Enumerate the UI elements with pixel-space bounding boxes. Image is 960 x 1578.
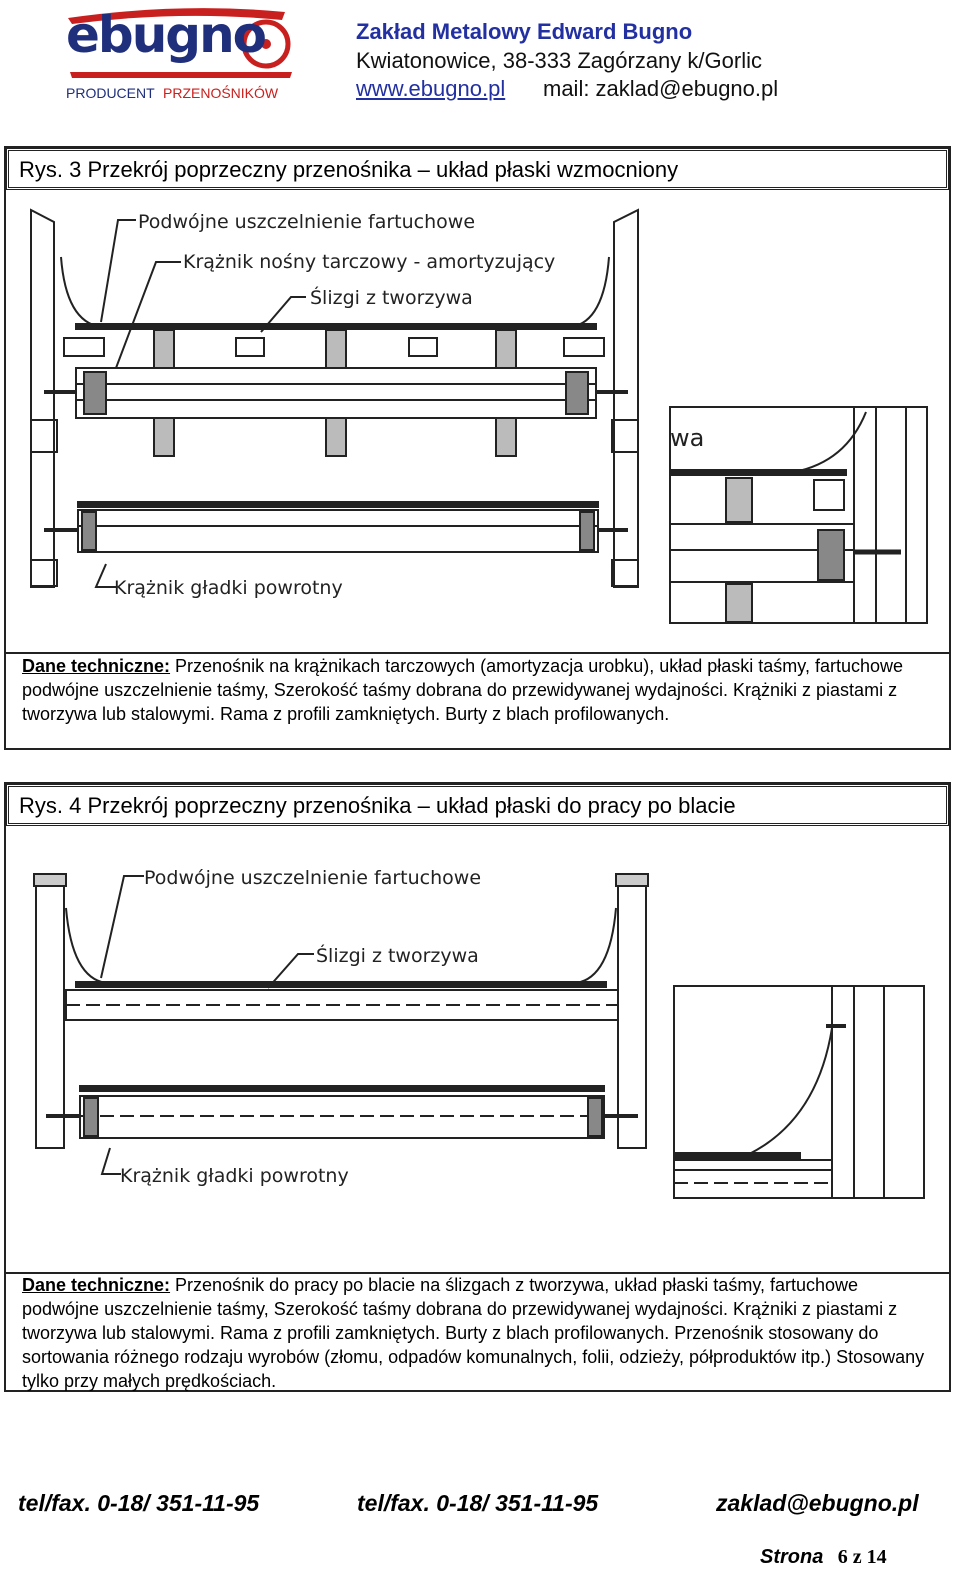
- figure4-description: Dane techniczne: Przenośnik do pracy po …: [22, 1273, 937, 1393]
- figure4-desc-term: Dane techniczne:: [22, 1275, 171, 1295]
- page-number: 6 z 14: [837, 1546, 887, 1568]
- page-label: Strona: [760, 1546, 824, 1568]
- figure3-title: Rys. 3 Przekrój poprzeczny przenośnika –…: [6, 148, 949, 190]
- logo-subtitle-producent: PRODUCENT: [66, 85, 155, 101]
- label-double-skirt-seal: Podwójne uszczelnienie fartuchowe: [138, 211, 475, 233]
- figure4-desc-text: Przenośnik do pracy po blacie na ślizgac…: [22, 1275, 925, 1391]
- figure3-desc-term: Dane techniczne:: [22, 656, 171, 676]
- website-link[interactable]: www.ebugno.pl: [356, 76, 506, 101]
- figure3-desc-text: Przenośnik na krążnikach tarczowych (amo…: [22, 656, 904, 724]
- label-return-idler-4: Krążnik gładki powrotny: [120, 1165, 349, 1187]
- page-indicator: Strona 6 z 14: [760, 1546, 887, 1569]
- logo-text: ebugno: [66, 6, 267, 64]
- logo-swoosh: [68, 8, 292, 78]
- company-name: Zakład Metalowy Edward Bugno: [356, 19, 693, 44]
- figure4-desc-divider: [6, 1272, 949, 1274]
- logo-subtitle-products: PRZENOŚNIKÓW: [163, 85, 279, 101]
- footer-tel-2: tel/fax. 0-18/ 351-11-95: [357, 1490, 599, 1516]
- figure3-frame: [4, 146, 951, 750]
- figure3-drawing: Podwójne uszczelnienie fartuchowe Krążni…: [30, 208, 928, 624]
- logo: [60, 0, 310, 105]
- figure3-desc-divider: [6, 652, 949, 654]
- figure3-description: Dane techniczne: Przenośnik na krążnikac…: [22, 654, 937, 726]
- company-mail: mail: zaklad@ebugno.pl: [543, 76, 779, 101]
- label-plastic-slides: Ślizgi z tworzywa: [310, 285, 473, 309]
- figure4-frame: [4, 782, 951, 1392]
- footer-email: zaklad@ebugno.pl: [716, 1490, 919, 1516]
- label-plastic-slides-4: Ślizgi z tworzywa: [316, 943, 479, 967]
- label-double-skirt-seal-4: Podwójne uszczelnienie fartuchowe: [144, 867, 481, 889]
- label-disc-idler: Krążnik nośny tarczowy - amortyzujący: [183, 251, 555, 273]
- footer-tel-1: tel/fax. 0-18/ 351-11-95: [18, 1490, 260, 1516]
- company-address: Kwiatonowice, 38-333 Zagórzany k/Gorlic: [356, 48, 762, 73]
- figure4-title: Rys. 4 Przekrój poprzeczny przenośnika –…: [6, 784, 949, 826]
- figure4-drawing: Podwójne uszczelnienie fartuchowe Ślizgi…: [33, 867, 925, 1199]
- label-return-idler: Krążnik gładki powrotny: [114, 577, 343, 599]
- inset-label-fragment: wa: [670, 424, 704, 452]
